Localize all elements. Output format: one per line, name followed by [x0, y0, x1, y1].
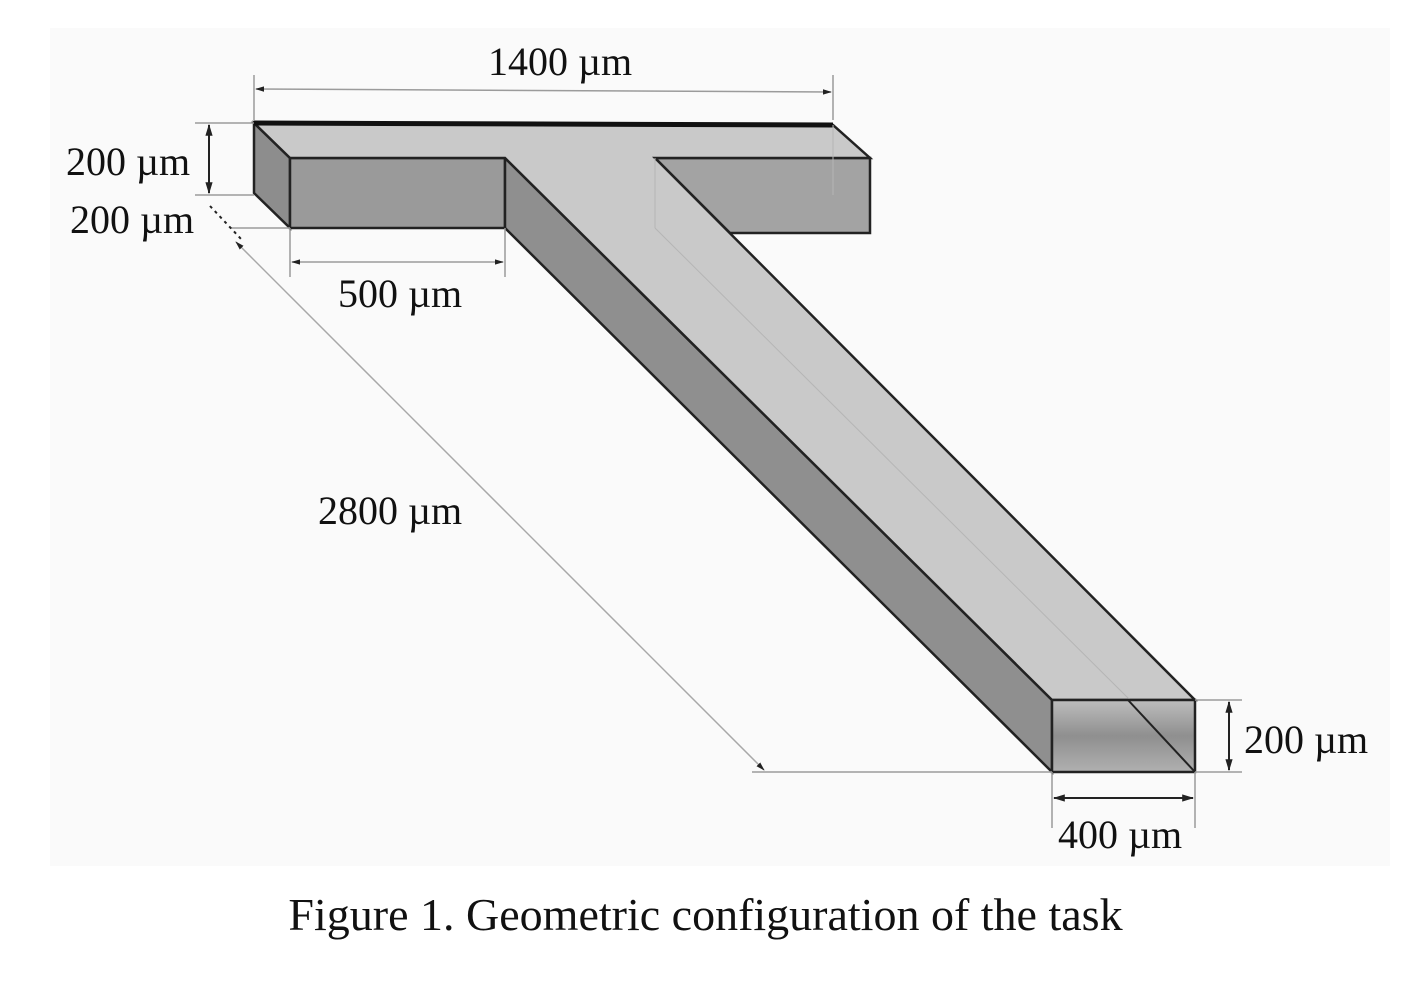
top-edge: [253, 120, 834, 128]
figure-caption: Figure 1. Geometric configuration of the…: [288, 889, 1123, 940]
dim-left-height-label: 200 µm: [66, 139, 190, 184]
outlet-face: [1050, 698, 1197, 774]
dim-left-depth-label: 200 µm: [70, 197, 194, 242]
dim-outlet-width-label: 400 µm: [1058, 812, 1182, 857]
outlet-diagonal: [1127, 699, 1196, 773]
dim-top-line: [255, 86, 832, 95]
dim-stem-label: 2800 µm: [318, 488, 462, 533]
left-arm-side-face: [288, 156, 507, 230]
dim-arm-label: 500 µm: [338, 271, 462, 316]
dim-outlet-height-label: 200 µm: [1244, 717, 1368, 762]
dim-top-label: 1400 µm: [488, 39, 632, 84]
dim-stem-line: [235, 241, 765, 771]
dim-left-depth-line: [209, 205, 243, 241]
